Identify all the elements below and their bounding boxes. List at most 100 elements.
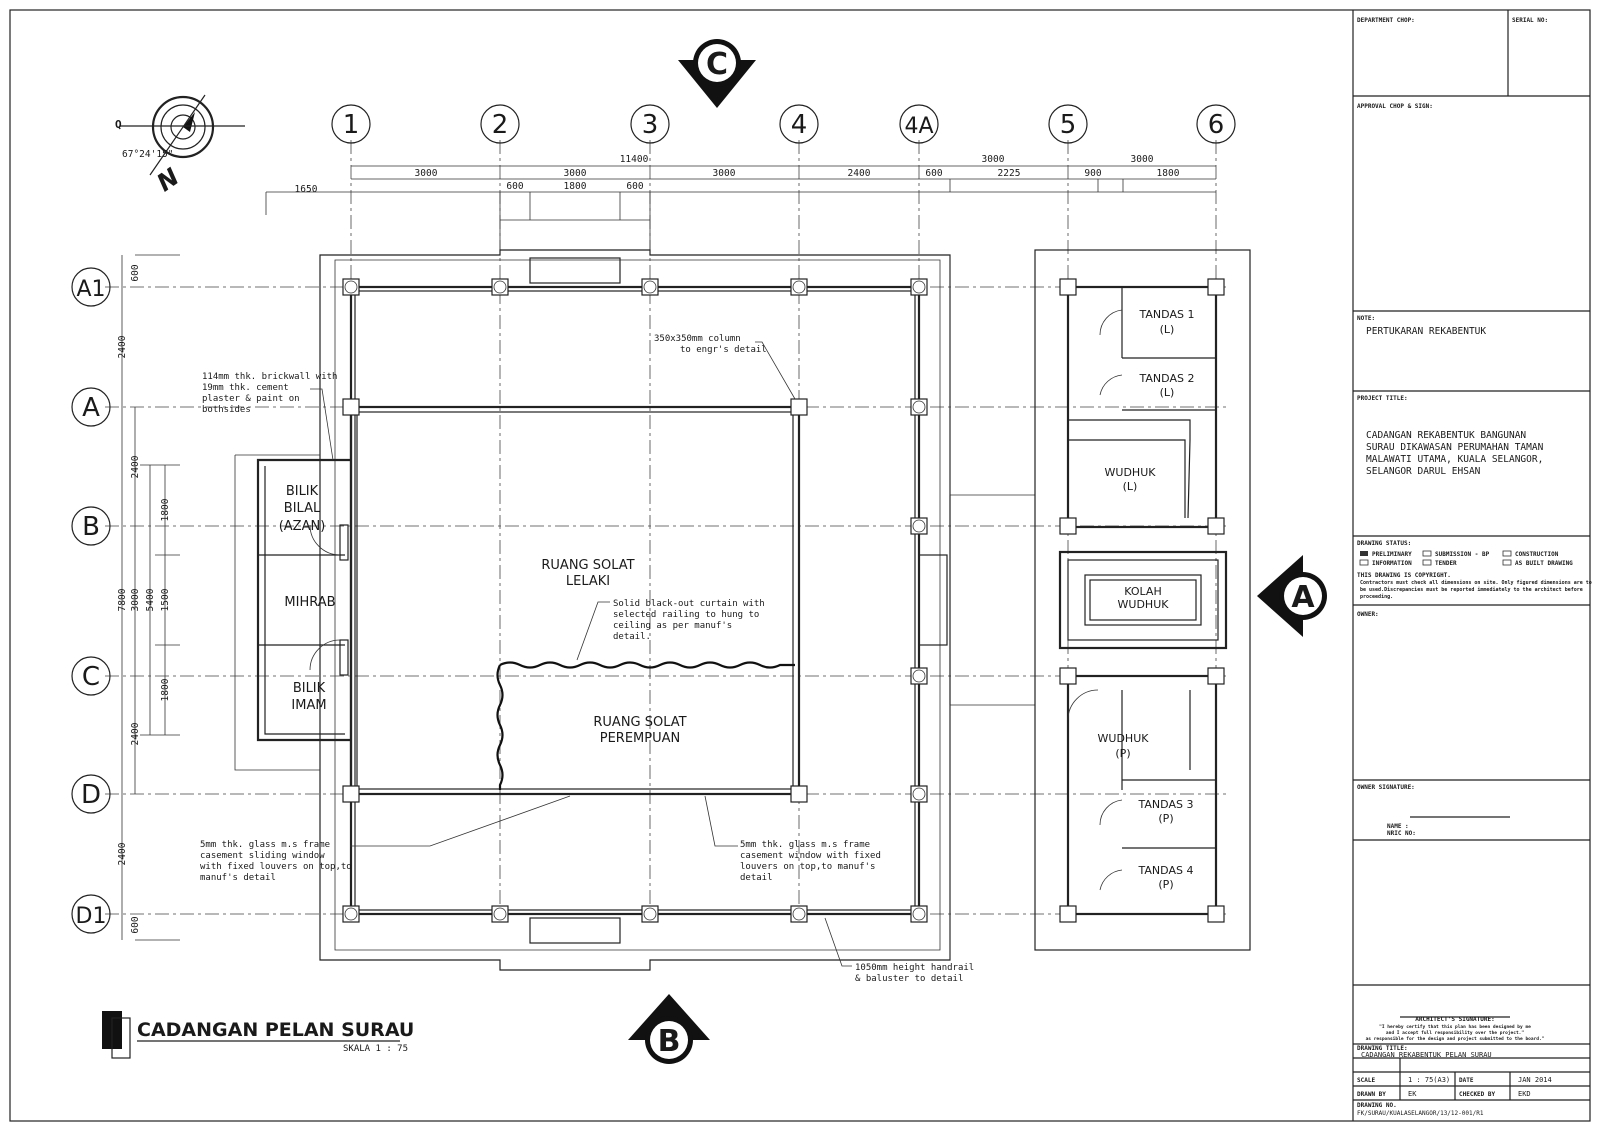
dim-text: 1650 xyxy=(295,184,318,195)
room-label-imam: IMAM xyxy=(291,698,326,713)
grid-label: 5 xyxy=(1060,110,1077,140)
tb-status-opt: CONSTRUCTION xyxy=(1515,551,1559,558)
tb-copyright: proceeding. xyxy=(1360,594,1393,600)
tb-status-opt: SUBMISSION - BP xyxy=(1435,551,1490,558)
drawing-scale-text: SKALA 1 : 75 xyxy=(343,1044,408,1054)
note-text: casement window with fixed xyxy=(740,851,881,861)
grid-label: C xyxy=(82,662,100,692)
tb-scale-label: SCALE xyxy=(1357,1077,1375,1084)
grid-bubble-3: 3 xyxy=(630,104,670,144)
grid-label: 4A xyxy=(904,114,933,139)
note-text: with fixed louvers on top,to xyxy=(200,862,352,872)
grid-label: D xyxy=(81,780,101,810)
annotations: 114mm thk. brickwall with 19mm thk. ceme… xyxy=(200,334,974,984)
dim-text: 1800 xyxy=(564,181,587,192)
surau-building xyxy=(234,249,1035,971)
top-dimensions: 11400 3000 3000 3000 3000 3000 2400 1650… xyxy=(265,154,1216,250)
grid-bubble-4a: 4A xyxy=(899,104,939,144)
note-text: 5mm thk. glass m.s frame xyxy=(200,840,330,850)
section-marker-label: A xyxy=(1291,580,1315,615)
grid-bubble-6: 6 xyxy=(1196,104,1236,144)
grid-bubble-d: D xyxy=(71,774,111,814)
tb-checked-value: EKD xyxy=(1518,1090,1531,1098)
dim-text: 3000 xyxy=(982,154,1005,165)
room-label-wudhuk-p: WUDHUK xyxy=(1098,732,1150,745)
dim-text: 2400 xyxy=(130,722,141,745)
tb-nric-label: NRIC NO: xyxy=(1387,830,1416,837)
grid-label: A xyxy=(82,393,100,423)
tb-drawn-value: EK xyxy=(1408,1090,1417,1098)
drawing-title-text: CADANGAN PELAN SURAU xyxy=(137,1019,414,1041)
grid-bubble-1: 1 xyxy=(331,104,371,144)
tb-project-line: SURAU DIKAWASAN PERUMAHAN TAMAN xyxy=(1366,442,1544,453)
room-label-lelaki: LELAKI xyxy=(566,574,610,589)
toilet-wudhuk-block xyxy=(1034,249,1251,951)
room-label-kolah: WUDHUK xyxy=(1118,598,1170,611)
dim-text: 1800 xyxy=(1157,168,1180,179)
tb-name-label: NAME : xyxy=(1387,823,1409,830)
dim-text: 7800 xyxy=(117,588,128,611)
left-dimensions: 600 2400 7800 2400 600 2400 3000 2400 54… xyxy=(117,254,180,941)
section-marker-b: B xyxy=(628,994,710,1064)
room-label-perempuan: RUANG SOLAT xyxy=(593,715,686,730)
section-marker-label: C xyxy=(706,47,728,82)
room-label-tandas3: (P) xyxy=(1158,812,1173,825)
note-text: 1050mm height handrail xyxy=(855,963,974,973)
tb-date-label: DATE xyxy=(1459,1077,1474,1084)
note-text: ceiling as per manuf's xyxy=(613,621,732,631)
dim-text: 600 xyxy=(925,168,942,179)
dim-text: 600 xyxy=(130,264,141,281)
dim-text: 600 xyxy=(506,181,523,192)
room-labels: BILIK BILAL (AZAN) MIHRAB BILIK IMAM RUA… xyxy=(279,308,1195,891)
tb-drawing-title-value: CADANGAN REKABENTUK PELAN SURAU xyxy=(1361,1051,1492,1059)
tb-copyright: be used.Discrepancies must be reported i… xyxy=(1360,587,1583,593)
note-text: bothsides xyxy=(202,405,251,415)
north-q-label: Q xyxy=(115,118,122,131)
note-text: selected railing to hung to xyxy=(613,610,759,620)
note-text: to engr's detail xyxy=(680,345,767,355)
section-marker-c: C xyxy=(678,39,756,108)
note-text: manuf's detail xyxy=(200,873,276,883)
tb-approval: APPROVAL CHOP & SIGN: xyxy=(1357,103,1433,110)
grid-label: 1 xyxy=(343,110,360,140)
tb-scale-value: 1 : 75(A3) xyxy=(1408,1076,1450,1084)
north-label: N xyxy=(152,163,185,197)
grid-bubble-5: 5 xyxy=(1048,104,1088,144)
grid-bubble-4: 4 xyxy=(779,104,819,144)
dim-text: 5400 xyxy=(145,588,156,611)
room-label-wudhuk-l: WUDHUK xyxy=(1105,466,1157,479)
room-label-tandas4: TANDAS 4 xyxy=(1138,864,1194,877)
title-block: DEPARTMENT CHOP: SERIAL NO: APPROVAL CHO… xyxy=(1353,10,1592,1117)
tb-status-opt: PRELIMINARY xyxy=(1372,551,1412,558)
note-text: & baluster to detail xyxy=(855,974,963,984)
tb-architect-text: "I hereby certify that this plan has bee… xyxy=(1379,1024,1531,1030)
dim-text: 3000 xyxy=(564,168,587,179)
tb-dwg-no-label: DRAWING NO. xyxy=(1357,1102,1397,1109)
note-text: casement sliding window xyxy=(200,851,325,861)
grid-label: D1 xyxy=(76,904,107,929)
room-label-tandas3: TANDAS 3 xyxy=(1138,798,1194,811)
tb-copyright: THIS DRAWING IS COPYRIGHT. xyxy=(1357,572,1451,579)
grid-label: B xyxy=(82,512,100,542)
room-label-bilal: (AZAN) xyxy=(279,519,326,534)
note-text: detail. xyxy=(613,632,651,642)
tb-owner-sig-label: OWNER SIGNATURE: xyxy=(1357,784,1415,791)
tb-note-value: PERTUKARAN REKABENTUK xyxy=(1366,326,1486,337)
grid-label: 2 xyxy=(492,110,509,140)
grid-bubble-c: C xyxy=(71,656,111,696)
row-grid-bubbles: A1 A B C D D1 xyxy=(71,267,111,934)
grid-bubble-a1: A1 xyxy=(71,267,111,307)
grid-bubble-2: 2 xyxy=(480,104,520,144)
dim-text: 600 xyxy=(626,181,643,192)
tb-checked-label: CHECKED BY xyxy=(1459,1091,1496,1098)
grid-label: 4 xyxy=(791,110,808,140)
drawing-title: CADANGAN PELAN SURAU SKALA 1 : 75 xyxy=(102,1011,414,1059)
dim-text: 1800 xyxy=(160,678,171,701)
room-label-kolah: KOLAH xyxy=(1124,585,1161,598)
dim-text: 2400 xyxy=(130,455,141,478)
north-angle: 67°24'15" xyxy=(122,149,173,160)
grid-label: 6 xyxy=(1208,110,1225,140)
tb-project-line: CADANGAN REKABENTUK BANGUNAN xyxy=(1366,430,1526,441)
structural-columns xyxy=(342,278,928,923)
